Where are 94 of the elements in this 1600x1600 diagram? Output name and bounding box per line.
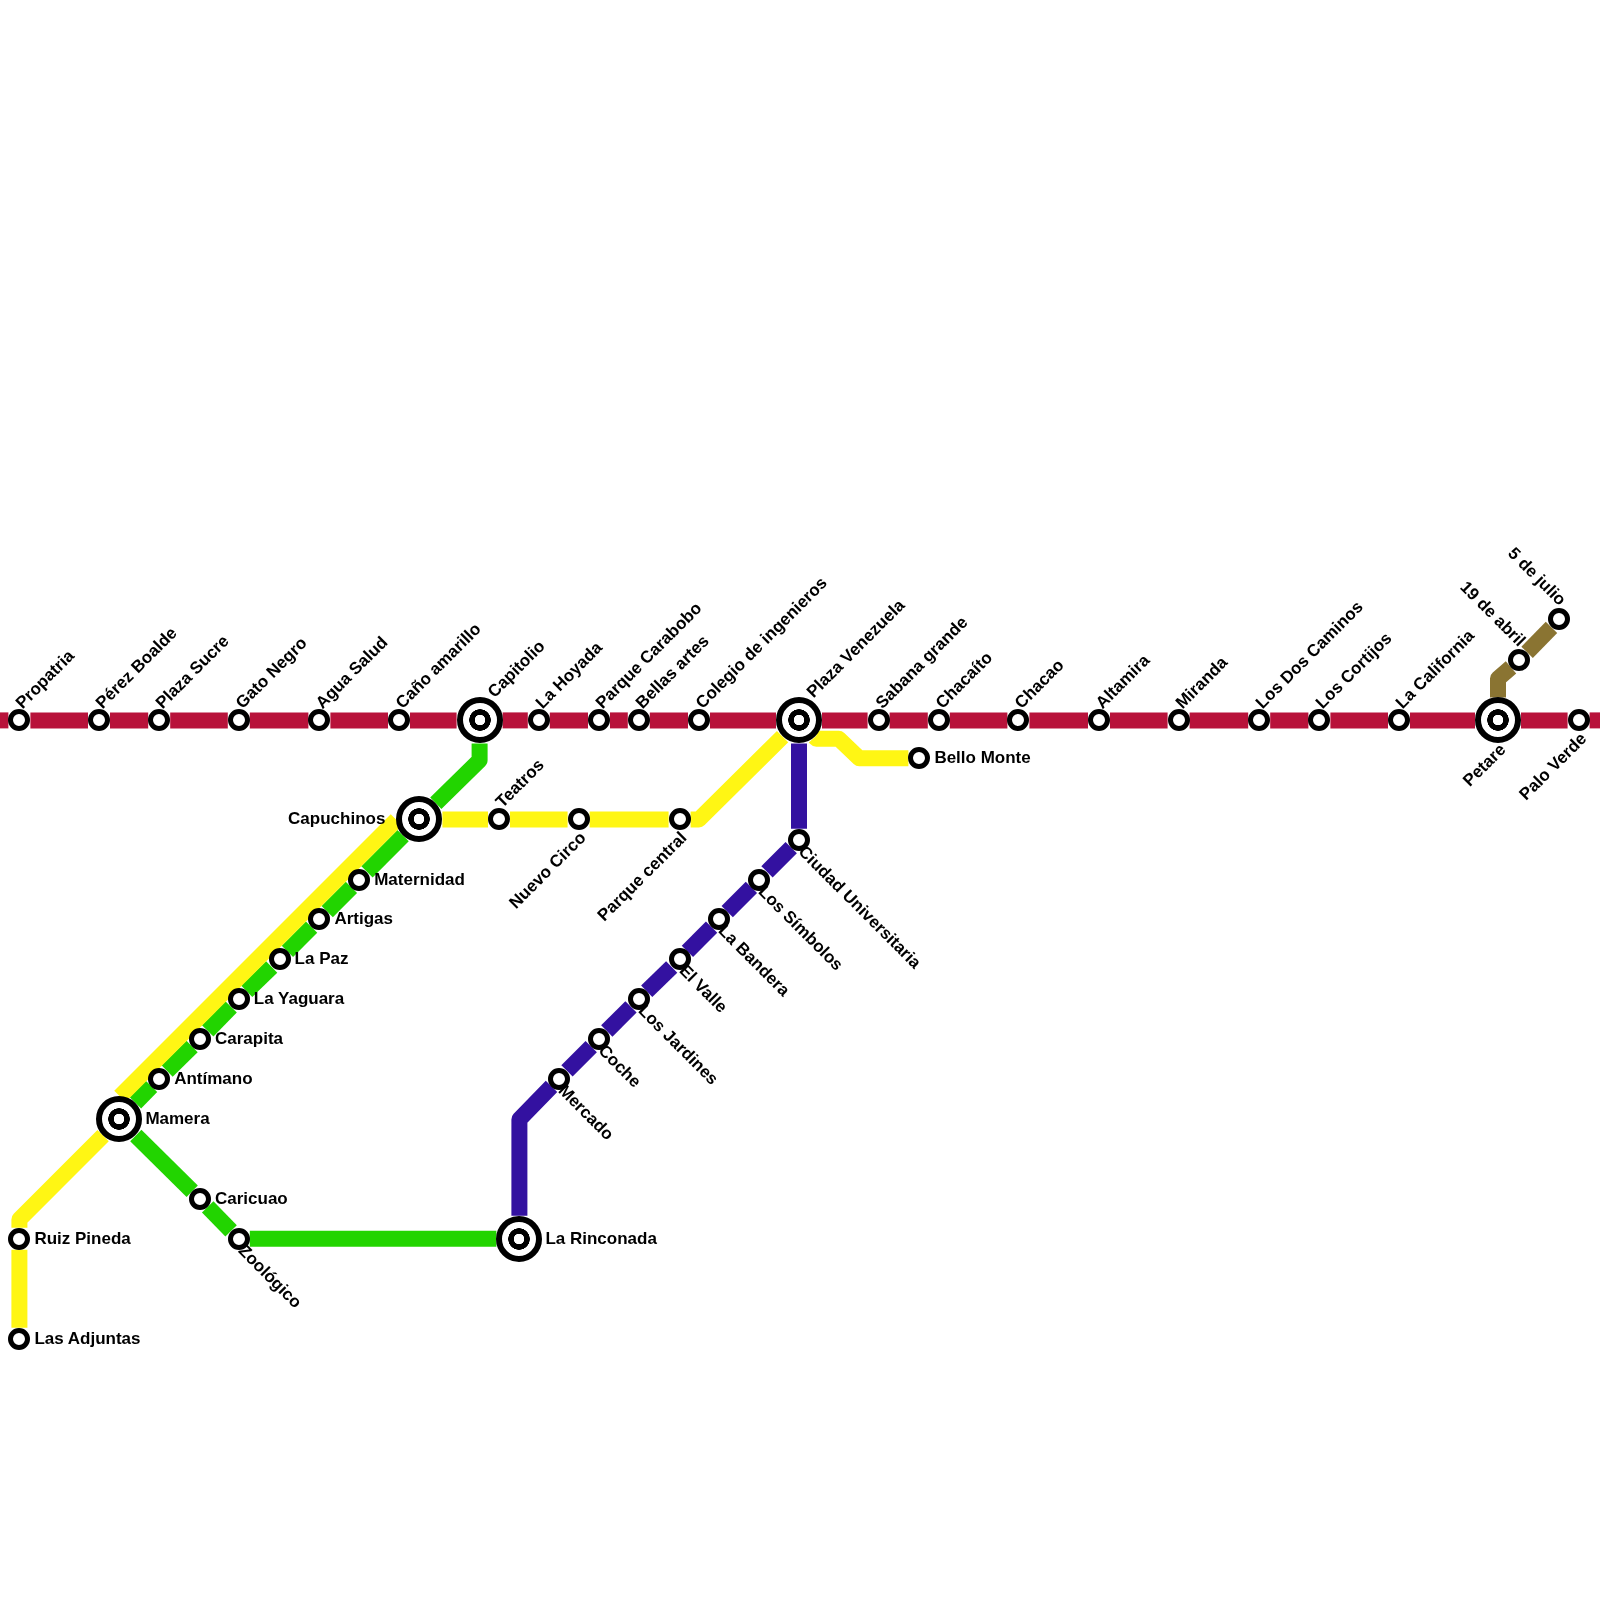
interchange-marker (396, 796, 443, 843)
station-marker (8, 1227, 31, 1250)
metro-line (170, 712, 228, 729)
station-marker (687, 709, 710, 732)
metro-line (161, 1040, 198, 1077)
metro-line (410, 712, 457, 729)
station-name: Maternidad (374, 869, 465, 890)
metro-line (430, 743, 488, 809)
station-marker (908, 747, 931, 770)
metro-line (808, 730, 909, 767)
metro-line (1521, 712, 1568, 729)
metro-line (361, 830, 409, 878)
metro-line (502, 712, 528, 729)
station-marker (1167, 709, 1190, 732)
metro-line (549, 712, 588, 729)
metro-line (721, 881, 758, 918)
metro-line (641, 961, 678, 998)
metro-line (201, 1001, 237, 1037)
station-marker (87, 709, 110, 732)
metro-line (710, 712, 776, 729)
station-marker (189, 1187, 211, 1210)
station-marker (227, 709, 250, 732)
station-marker (1508, 649, 1531, 672)
metro-line (822, 712, 868, 729)
metro-line (889, 712, 928, 729)
station-marker (627, 709, 650, 732)
metro-line (1029, 712, 1088, 729)
metro-line (1589, 712, 1600, 729)
metro-line (1410, 712, 1475, 729)
station-name: La Yaguara (253, 988, 345, 1009)
station-name: Mamera (145, 1109, 210, 1130)
station-marker (1248, 709, 1271, 732)
metro-line (330, 712, 388, 729)
metro-line (281, 921, 318, 958)
station-name: Caricuao (215, 1188, 288, 1209)
station-marker (8, 1327, 31, 1350)
metro-line (201, 1201, 237, 1237)
station-marker (487, 808, 510, 831)
metro-line (561, 1040, 597, 1077)
station-marker (1007, 709, 1030, 732)
metro-line (0, 712, 9, 729)
metro-line (11, 1249, 28, 1328)
station-marker (1087, 709, 1110, 732)
metro-line (681, 921, 718, 958)
metro-line (1490, 661, 1517, 698)
station-marker (668, 808, 691, 831)
station-marker (148, 709, 171, 732)
station-marker (1387, 709, 1410, 732)
metro-line (249, 712, 309, 729)
metro-line (129, 1080, 158, 1109)
metro-line (511, 1080, 558, 1216)
station-marker (1308, 709, 1331, 732)
metro-line (442, 811, 488, 828)
metro-line (690, 730, 789, 828)
station-marker (1548, 608, 1571, 631)
metro-line (1110, 712, 1168, 729)
metro-line (510, 811, 568, 828)
station-marker (308, 709, 331, 732)
station-marker (867, 709, 890, 732)
station-name: Carapita (215, 1028, 284, 1049)
metro-line (1189, 712, 1249, 729)
station-name: Las Adjuntas (34, 1328, 141, 1349)
metro-line (1330, 712, 1388, 729)
metro-line (601, 1001, 637, 1037)
metro-line (649, 712, 688, 729)
station-name: Artigas (334, 909, 393, 930)
station-marker (8, 709, 31, 732)
station-marker (587, 709, 610, 732)
metro-line (589, 811, 669, 828)
station-name: La Rinconada (545, 1228, 657, 1249)
station-marker (527, 709, 550, 732)
metro-line (949, 712, 1008, 729)
metro-line (11, 1130, 109, 1228)
metro-line (1270, 712, 1309, 729)
station-name: Ruiz Pineda (34, 1228, 131, 1249)
station-name: Bello Monte (934, 748, 1031, 769)
metro-line (30, 712, 88, 729)
station-marker (387, 709, 410, 732)
metro-line (791, 743, 807, 829)
metro-line (249, 1230, 497, 1247)
station-marker (927, 709, 950, 732)
metro-line (321, 881, 358, 918)
station-name: La Paz (294, 949, 349, 970)
station-name: Capuchinos (288, 809, 386, 830)
metro-line (110, 712, 149, 729)
metro-line (761, 841, 797, 878)
metro-line (241, 961, 278, 998)
station-marker (567, 808, 590, 831)
station-name: Antímano (174, 1068, 253, 1089)
station-marker (1567, 709, 1590, 732)
metro-line (130, 1129, 198, 1197)
interchange-marker (775, 697, 822, 744)
metro-line (610, 712, 628, 729)
metro-line (1521, 621, 1558, 658)
